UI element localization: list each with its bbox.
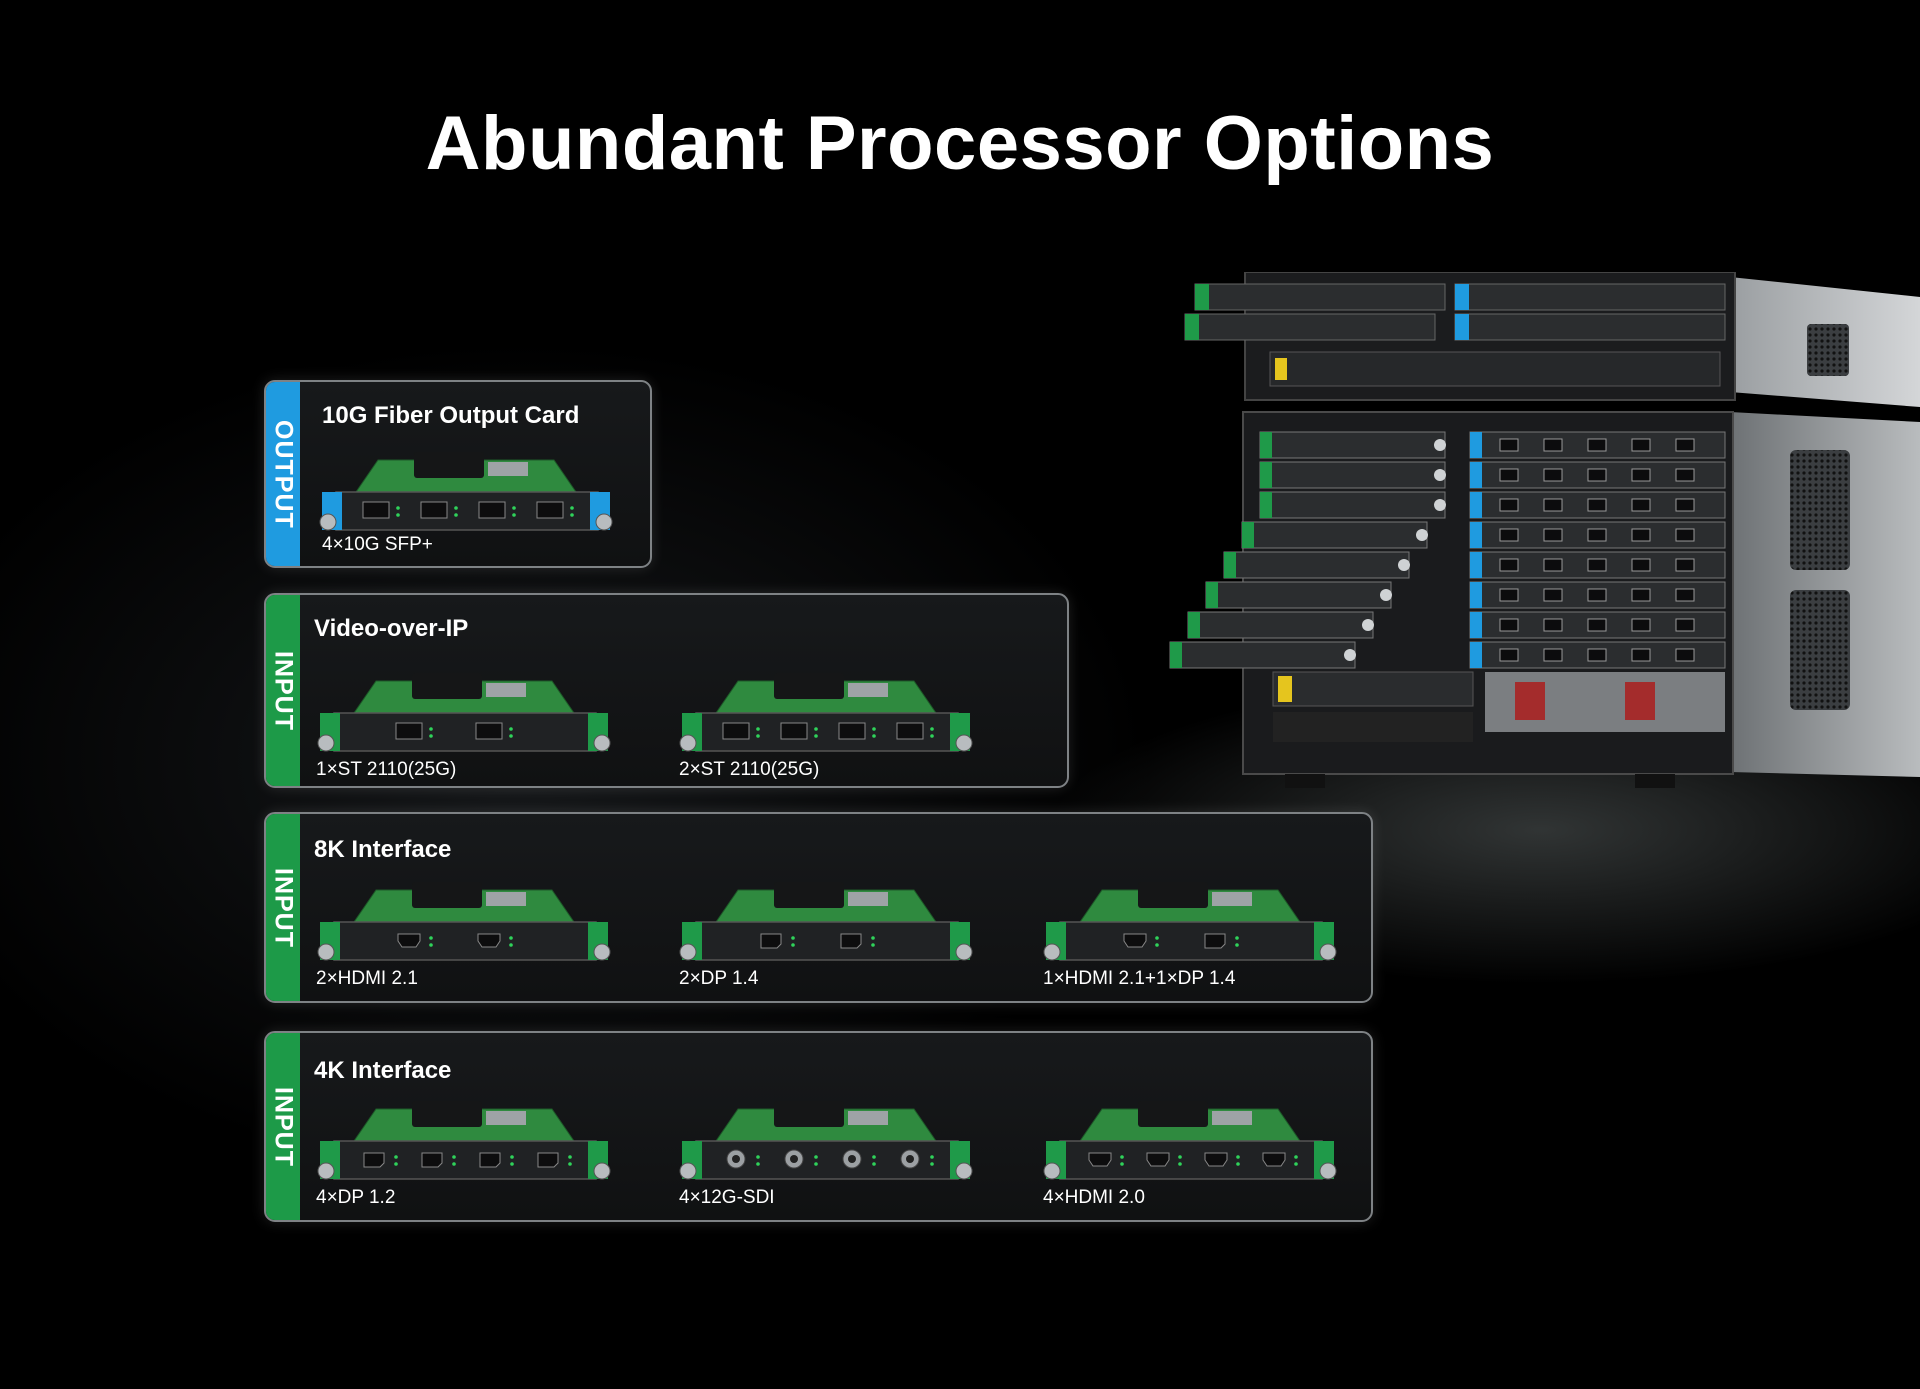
card-image-2x-dp14 [676,882,976,972]
card-image-4x-hdmi20 [1040,1101,1340,1191]
card-label: 1×HDMI 2.1+1×DP 1.4 [1043,968,1236,989]
page-title: Abundant Processor Options [425,101,1495,186]
card-label: 4×12G-SDI [679,1187,775,1208]
card-image-4x-12g-sdi [676,1101,976,1191]
panel-8k-interface: INPUT 8K Interface 2×HDMI 2.1 2×DP 1.4 1… [264,812,1373,1003]
card-label: 2×DP 1.4 [679,968,759,989]
input-tab: INPUT [266,814,300,1001]
output-tab: OUTPUT [266,382,300,566]
server-chassis-illustration [1165,271,1920,792]
card-label: 4×DP 1.2 [316,1187,396,1208]
card-label: 4×10G SFP+ [322,534,433,555]
input-tab: INPUT [266,595,300,786]
panel-10g-fiber-output: OUTPUT 10G Fiber Output Card 4×10G SFP+ [264,380,652,568]
panel-video-over-ip: INPUT Video-over-IP 1×ST 2110(25G) 2×ST … [264,593,1069,788]
panel-title: 10G Fiber Output Card [322,402,580,429]
card-label: 1×ST 2110(25G) [316,759,457,780]
card-image-4x-dp12 [314,1101,614,1191]
card-label: 2×ST 2110(25G) [679,759,820,780]
input-tab: INPUT [266,1033,300,1220]
panel-4k-interface: INPUT 4K Interface 4×DP 1.2 4×12G-SDI 4×… [264,1031,1373,1222]
card-label: 4×HDMI 2.0 [1043,1187,1145,1208]
server-chassis-graphic [1169,271,1920,788]
panel-title: 4K Interface [314,1057,452,1084]
card-image-2x-hdmi21 [314,882,614,972]
card-label: 2×HDMI 2.1 [316,968,418,989]
panel-title: 8K Interface [314,836,452,863]
card-image-hdmi-dp-mix [1040,882,1340,972]
card-image-4x10g-sfp [316,452,616,542]
card-image-2x-st2110 [676,673,976,763]
card-image-1x-st2110 [314,673,614,763]
panel-title: Video-over-IP [314,615,469,642]
